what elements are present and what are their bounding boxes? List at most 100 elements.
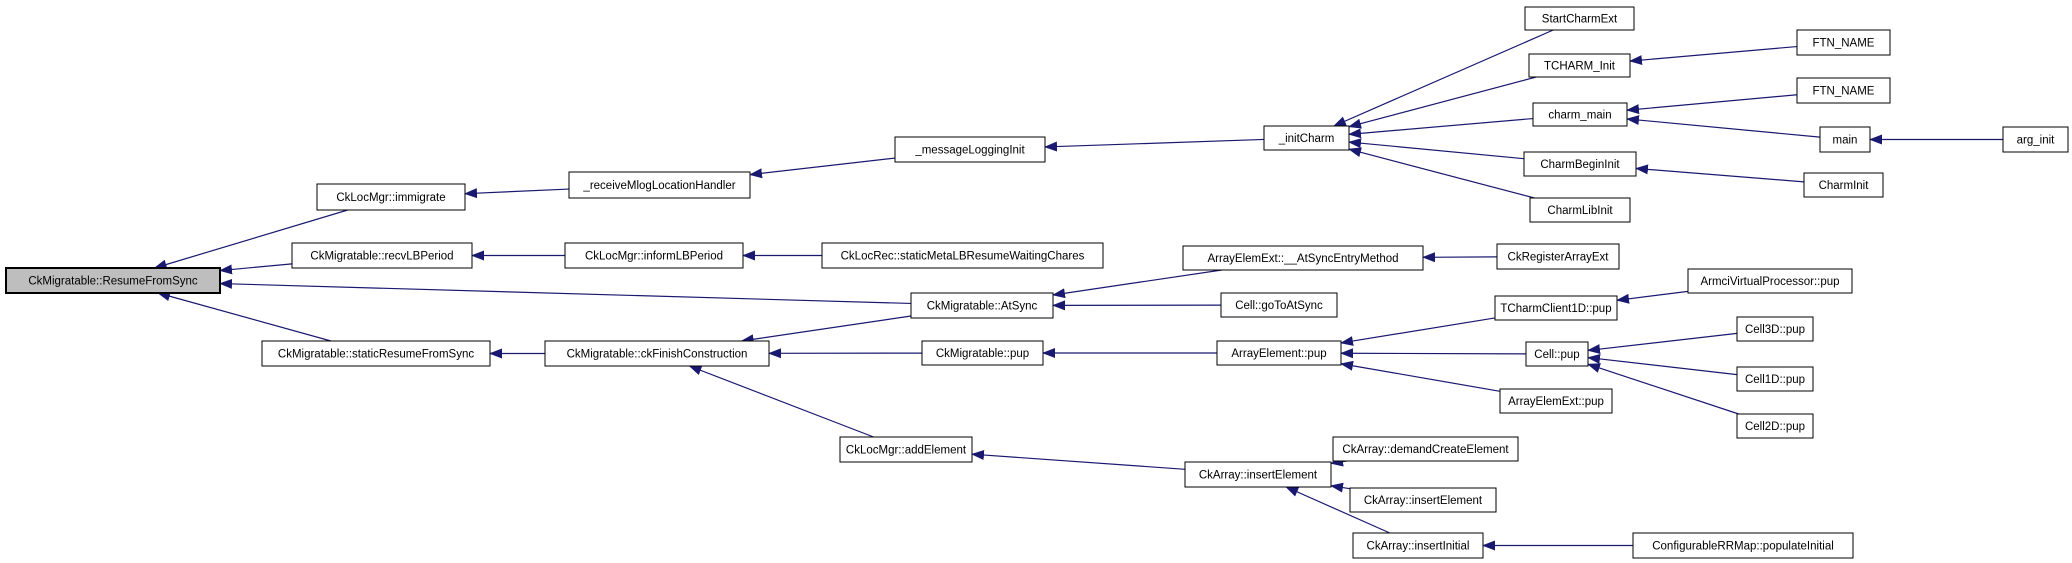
graph-node-label: FTN_NAME [1813, 86, 1875, 98]
graph-node-populateInitial[interactable]: ConfigurableRRMap::populateInitial [1632, 532, 1854, 559]
graph-node-label: TCHARM_Init [1544, 61, 1616, 73]
graph-node-immigrate[interactable]: CkLocMgr::immigrate [316, 183, 466, 211]
graph-node-insertElement1[interactable]: CkArray::insertElement [1184, 461, 1332, 488]
graph-node-insertInitial[interactable]: CkArray::insertInitial [1352, 532, 1484, 559]
graph-node-cell3dPup[interactable]: Cell3D::pup [1736, 316, 1814, 342]
graph-node-cell1dPup[interactable]: Cell1D::pup [1736, 366, 1814, 392]
graph-node-cell2dPup[interactable]: Cell2D::pup [1736, 413, 1814, 439]
graph-node-label: CkLocMgr::informLBPeriod [585, 251, 723, 263]
graph-node-box[interactable] [894, 136, 1046, 163]
graph-node-label: ArrayElemExt::__AtSyncEntryMethod [1207, 253, 1398, 265]
graph-node-charmLibInit[interactable]: CharmLibInit [1529, 197, 1631, 223]
graph-node-label: CkArray::demandCreateElement [1342, 444, 1509, 456]
graph-node-atSync[interactable]: CkMigratable::AtSync [910, 292, 1054, 319]
graph-node-box[interactable] [1736, 316, 1814, 342]
call-edge-initCharm-to-msgLogInit [1044, 138, 1265, 152]
graph-node-box[interactable] [5, 267, 221, 294]
graph-node-box[interactable] [1796, 77, 1891, 104]
graph-node-goToAtSync[interactable]: Cell::goToAtSync [1220, 292, 1338, 318]
graph-node-label: charm_main [1548, 110, 1611, 122]
graph-node-box[interactable] [291, 242, 473, 269]
graph-node-label: CkRegisterArrayExt [1508, 252, 1610, 264]
graph-node-migratablePup[interactable]: CkMigratable::pup [921, 340, 1044, 366]
graph-node-box[interactable] [1525, 341, 1589, 367]
graph-node-registerArrayExt[interactable]: CkRegisterArrayExt [1496, 243, 1620, 270]
graph-node-arrayElemExtPup[interactable]: ArrayElemExt::pup [1499, 388, 1613, 414]
graph-node-box[interactable] [1736, 366, 1814, 392]
graph-node-box[interactable] [1216, 340, 1342, 366]
graph-node-box[interactable] [1494, 295, 1618, 321]
graph-node-box[interactable] [1523, 151, 1637, 177]
graph-node-addElement[interactable]: CkLocMgr::addElement [839, 436, 973, 463]
graph-node-staticResume[interactable]: CkMigratable::staticResumeFromSync [261, 340, 491, 367]
graph-node-recvLBPeriod[interactable]: CkMigratable::recvLBPeriod [291, 242, 473, 269]
graph-node-ftnName2[interactable]: FTN_NAME [1796, 77, 1891, 104]
graph-node-charmInit[interactable]: CharmInit [1803, 172, 1884, 198]
graph-node-box[interactable] [1263, 125, 1350, 151]
graph-node-tcharmInit[interactable]: TCHARM_Init [1528, 53, 1631, 78]
graph-node-box[interactable] [568, 171, 751, 199]
graph-node-box[interactable] [1524, 6, 1635, 31]
graph-node-label: FTN_NAME [1813, 38, 1875, 50]
graph-node-box[interactable] [1687, 268, 1853, 294]
graph-node-label: CkLocRec::staticMetaLBResumeWaitingChare… [841, 251, 1085, 263]
graph-node-box[interactable] [564, 242, 744, 269]
graph-node-label: CkLocMgr::addElement [846, 445, 967, 457]
graph-node-atSyncEntry[interactable]: ArrayElemExt::__AtSyncEntryMethod [1182, 245, 1424, 271]
graph-node-box[interactable] [1352, 532, 1484, 559]
graph-node-label: CharmInit [1819, 180, 1870, 192]
graph-node-box[interactable] [1220, 292, 1338, 318]
graph-node-label: StartCharmExt [1542, 14, 1618, 26]
graph-node-demandCreate[interactable]: CkArray::demandCreateElement [1332, 436, 1519, 462]
graph-node-ftnName1[interactable]: FTN_NAME [1796, 29, 1891, 56]
call-edge-immigrate-to-resumeFromSync [153, 209, 348, 270]
graph-node-label: Cell2D::pup [1745, 421, 1805, 433]
graph-node-box[interactable] [1736, 413, 1814, 439]
graph-node-startCharmExt[interactable]: StartCharmExt [1524, 6, 1635, 31]
graph-node-box[interactable] [2002, 126, 2069, 153]
graph-node-informLB[interactable]: CkLocMgr::informLBPeriod [564, 242, 744, 269]
graph-node-box[interactable] [1803, 172, 1884, 198]
graph-node-box[interactable] [261, 340, 491, 367]
graph-node-box[interactable] [839, 436, 973, 463]
graph-node-box[interactable] [1184, 461, 1332, 488]
call-edge-ftnName1-to-tcharmInit [1629, 45, 1798, 66]
graph-node-box[interactable] [1796, 29, 1891, 56]
graph-node-arrayElementPup[interactable]: ArrayElement::pup [1216, 340, 1342, 366]
graph-node-box[interactable] [544, 340, 770, 367]
graph-node-box[interactable] [1496, 243, 1620, 270]
graph-node-label: Cell::goToAtSync [1235, 300, 1323, 312]
graph-node-argInit[interactable]: arg_init [2002, 126, 2069, 153]
graph-node-msgLogInit[interactable]: _messageLoggingInit [894, 136, 1046, 163]
graph-node-cellPup[interactable]: Cell::pup [1525, 341, 1589, 367]
graph-node-resumeFromSync[interactable]: CkMigratable::ResumeFromSync [5, 267, 221, 294]
graph-node-box[interactable] [1349, 487, 1497, 513]
graph-node-box[interactable] [1528, 53, 1631, 78]
graph-node-box[interactable] [910, 292, 1054, 319]
graph-node-box[interactable] [1182, 245, 1424, 271]
graph-node-receiveMlog[interactable]: _receiveMlogLocationHandler [568, 171, 751, 199]
graph-node-tcharmClientPup[interactable]: TCharmClient1D::pup [1494, 295, 1618, 321]
graph-node-box[interactable] [1532, 102, 1628, 127]
graph-node-box[interactable] [921, 340, 1044, 366]
graph-node-mainFn[interactable]: main [1819, 126, 1871, 153]
graph-node-staticMetaLB[interactable]: CkLocRec::staticMetaLBResumeWaitingChare… [821, 242, 1104, 269]
graph-node-charmBeginInit[interactable]: CharmBeginInit [1523, 151, 1637, 177]
graph-node-charmMain[interactable]: charm_main [1532, 102, 1628, 127]
call-edge-atSync-to-resumeFromSync [219, 278, 912, 305]
graph-node-box[interactable] [316, 183, 466, 211]
graph-node-ckFinish[interactable]: CkMigratable::ckFinishConstruction [544, 340, 770, 367]
graph-node-box[interactable] [1529, 197, 1631, 223]
graph-node-initCharm[interactable]: _initCharm [1263, 125, 1350, 151]
graph-node-label: CkMigratable::pup [936, 348, 1029, 360]
graph-node-box[interactable] [1332, 436, 1519, 462]
graph-node-armciPup[interactable]: ArmciVirtualProcessor::pup [1687, 268, 1853, 294]
graph-node-box[interactable] [1499, 388, 1613, 414]
graph-node-box[interactable] [1632, 532, 1854, 559]
graph-node-label: CharmBeginInit [1540, 159, 1620, 171]
graph-node-box[interactable] [821, 242, 1104, 269]
call-edge-cell2dPup-to-cellPup [1587, 363, 1739, 415]
graph-node-box[interactable] [1819, 126, 1871, 153]
graph-node-label: Cell1D::pup [1745, 374, 1805, 386]
graph-node-insertElement2[interactable]: CkArray::insertElement [1349, 487, 1497, 513]
